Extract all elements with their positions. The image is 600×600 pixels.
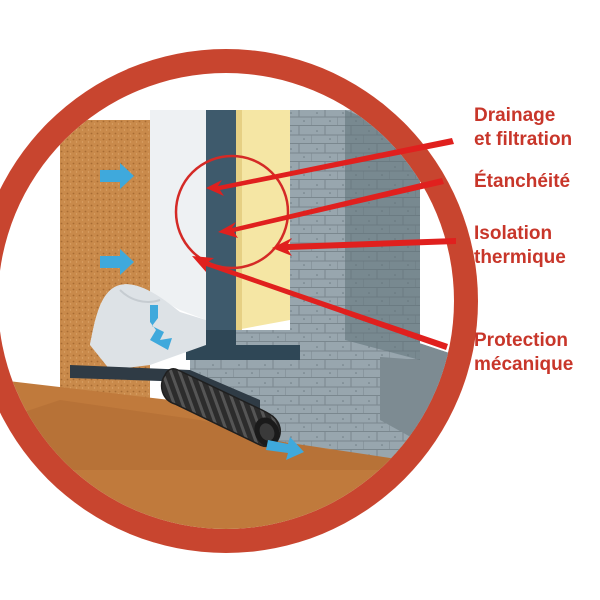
- label-line: thermique: [474, 247, 566, 268]
- flow-arrow-icon: [100, 249, 134, 275]
- pointer-arrow-icon: [206, 138, 454, 196]
- pointer-arrow-icon: [272, 238, 456, 256]
- label-line: et filtration: [474, 129, 573, 150]
- flow-arrow-icon: [266, 437, 304, 460]
- flow-arrow-icon: [100, 163, 134, 189]
- label-protection-mecanique: Protection mécanique: [474, 329, 573, 377]
- thermal-insulation: [236, 110, 290, 330]
- waterproofing-membrane: [206, 110, 236, 345]
- label-line: mécanique: [474, 354, 574, 375]
- label-line: Protection: [474, 330, 568, 351]
- pointer-arrow-icon: [218, 178, 444, 238]
- label-line: Étanchéité: [474, 171, 571, 192]
- flow-arrow-icon: [150, 305, 172, 350]
- label-line: Drainage: [474, 105, 556, 126]
- drain-pipe: [160, 368, 281, 447]
- magnifier-circle-icon: [174, 154, 290, 270]
- label-line: Isolation: [474, 223, 553, 244]
- label-etancheite: Étanchéité: [474, 170, 570, 194]
- label-isolation-thermique: Isolation thermique: [474, 222, 566, 270]
- pointer-arrow-icon: [192, 256, 448, 350]
- label-drainage-filtration: Drainage et filtration: [474, 104, 572, 152]
